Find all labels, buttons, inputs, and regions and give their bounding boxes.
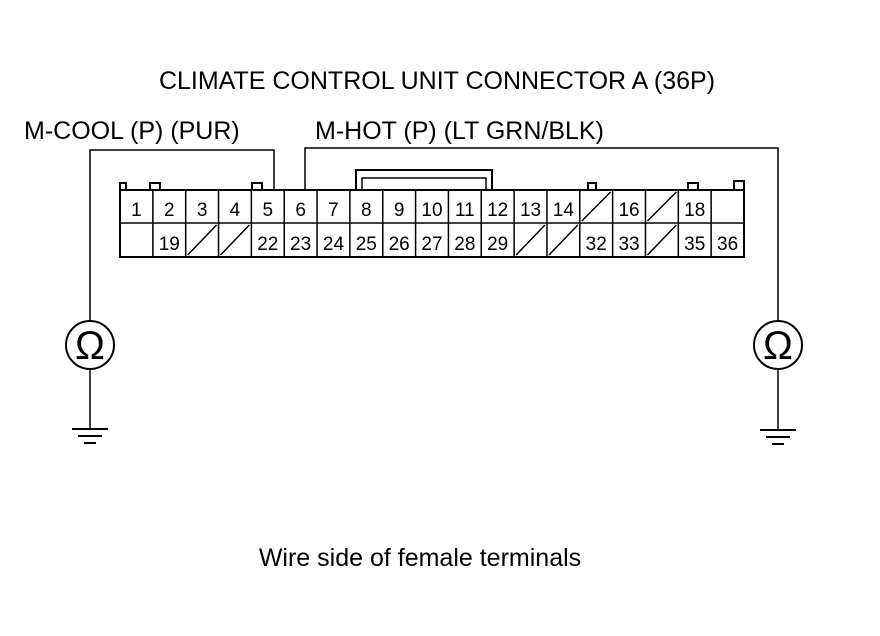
terminal-12: 12 xyxy=(487,200,508,221)
terminal-36: 36 xyxy=(717,234,738,255)
unused-terminal-slash xyxy=(646,191,677,222)
m-cool-wire xyxy=(89,149,275,323)
left-ohmmeter: Ω xyxy=(65,320,115,444)
diagram-title: CLIMATE CONTROL UNIT CONNECTOR A (36P) xyxy=(159,67,715,95)
terminal-32: 32 xyxy=(586,234,607,255)
terminal-25: 25 xyxy=(356,234,377,255)
terminal-14: 14 xyxy=(553,200,575,221)
unused-terminal-slash xyxy=(548,224,579,256)
connector-latch xyxy=(361,177,487,190)
ground-icon xyxy=(72,428,108,444)
terminal-4: 4 xyxy=(230,200,241,221)
terminal-19: 19 xyxy=(159,234,180,255)
terminal-23: 23 xyxy=(290,234,311,255)
terminal-28: 28 xyxy=(454,234,475,255)
wire-label-m-cool: M-COOL (P) (PUR) xyxy=(24,117,240,145)
terminal-18: 18 xyxy=(684,200,705,221)
terminal-6: 6 xyxy=(295,200,306,221)
terminal-7: 7 xyxy=(328,200,339,221)
right-ohmmeter: Ω xyxy=(753,320,803,445)
terminal-13: 13 xyxy=(520,200,541,221)
terminal-26: 26 xyxy=(389,234,410,255)
ground-icon xyxy=(760,429,796,445)
terminal-22: 22 xyxy=(257,234,278,255)
diagram-caption: Wire side of female terminals xyxy=(259,544,581,572)
terminal-33: 33 xyxy=(618,234,639,255)
terminal-24: 24 xyxy=(323,234,345,255)
terminal-1: 1 xyxy=(131,200,142,221)
terminal-11: 11 xyxy=(455,200,475,221)
ohmmeter-symbol: Ω xyxy=(75,324,105,368)
unused-terminal-slash xyxy=(515,224,546,256)
terminal-9: 9 xyxy=(394,200,405,221)
terminal-16: 16 xyxy=(618,200,639,221)
wire-label-m-hot: M-HOT (P) (LT GRN/BLK) xyxy=(315,117,604,145)
terminal-2: 2 xyxy=(164,200,175,221)
terminal-8: 8 xyxy=(361,200,372,221)
m-hot-wire xyxy=(304,147,779,321)
terminal-10: 10 xyxy=(421,200,442,221)
unused-terminal-slash xyxy=(187,224,218,256)
unused-terminal-slash xyxy=(646,224,677,256)
unused-terminal-slash xyxy=(581,191,612,222)
terminal-27: 27 xyxy=(421,234,442,255)
ohmmeter-symbol: Ω xyxy=(763,324,793,368)
terminal-35: 35 xyxy=(684,234,705,255)
terminal-29: 29 xyxy=(487,234,508,255)
terminal-3: 3 xyxy=(197,200,208,221)
unused-terminal-slash xyxy=(219,224,250,256)
terminal-5: 5 xyxy=(263,200,274,221)
